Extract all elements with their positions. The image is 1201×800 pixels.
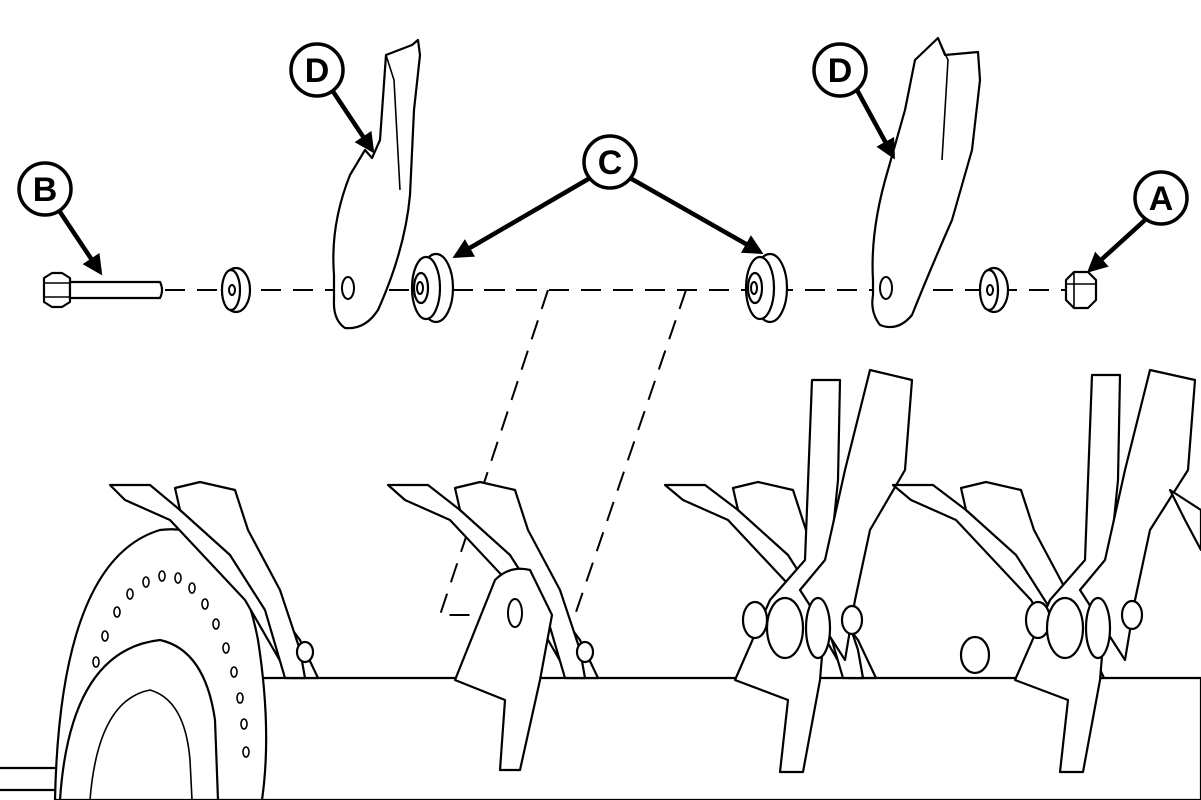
rotor-flight-4: [891, 368, 1201, 774]
callout-b-label: B: [33, 171, 58, 209]
leader-d-right: [855, 88, 895, 160]
callout-c-label: C: [598, 144, 623, 182]
rotor-flight-1: [108, 480, 320, 680]
disc-perforations: [92, 570, 250, 758]
leader-c-left: [452, 176, 592, 259]
callout-d-right-label: D: [828, 52, 853, 90]
callout-d-right: D: [812, 42, 868, 98]
bushing-right: [744, 252, 789, 324]
bolt: [42, 271, 164, 309]
washer-left: [220, 266, 252, 314]
washer-right: [978, 266, 1010, 314]
rotor-flight-3: [663, 368, 914, 774]
blade-right: [871, 36, 982, 329]
callout-c: C: [582, 134, 638, 190]
leader-a: [1087, 218, 1147, 273]
callout-d-left: D: [289, 42, 345, 98]
rotor-flight-2: [386, 480, 600, 772]
callout-b: B: [17, 161, 73, 217]
bushing-left: [410, 252, 455, 324]
leader-c-right: [628, 176, 764, 255]
callout-a-label: A: [1149, 180, 1174, 218]
leader-d-left: [330, 88, 375, 154]
callout-d-left-label: D: [305, 52, 330, 90]
rotor-end-disc: [53, 528, 268, 800]
blade-left: [332, 38, 422, 330]
installation-path-lines: [438, 289, 687, 616]
callout-a: A: [1133, 170, 1189, 226]
leader-b: [58, 210, 103, 276]
nut: [1064, 270, 1098, 310]
callout-leaders: [58, 88, 1147, 276]
